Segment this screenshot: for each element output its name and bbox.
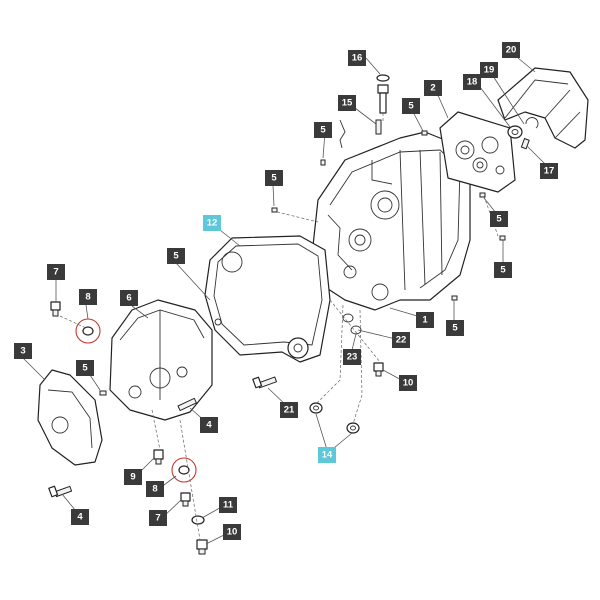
washer-11 — [191, 515, 205, 525]
svg-text:5: 5 — [173, 251, 179, 262]
callout-5-right: 5 — [490, 211, 508, 227]
svg-text:11: 11 — [223, 500, 234, 511]
svg-text:15: 15 — [342, 98, 353, 109]
svg-text:10: 10 — [227, 527, 238, 538]
svg-text:2: 2 — [430, 83, 435, 94]
callout-5-lower-right: 5 — [446, 320, 464, 336]
assembly-lines — [59, 113, 499, 541]
gasket-part — [204, 235, 331, 363]
svg-text:5: 5 — [452, 323, 458, 334]
svg-text:8: 8 — [152, 484, 157, 495]
callout-16: 16 — [348, 50, 366, 66]
svg-text:16: 16 — [352, 53, 363, 64]
svg-text:5: 5 — [320, 125, 326, 136]
callout-5-far-right: 5 — [494, 262, 512, 278]
callout-3: 3 — [14, 343, 32, 359]
callout-14: 14 — [318, 447, 336, 463]
svg-text:5: 5 — [408, 101, 414, 112]
svg-text:5: 5 — [496, 214, 502, 225]
callout-1: 1 — [416, 312, 434, 328]
svg-text:1: 1 — [422, 315, 428, 326]
oring-22 — [342, 313, 354, 323]
svg-text:9: 9 — [130, 472, 135, 483]
svg-text:5: 5 — [82, 363, 88, 374]
seal-8-bottom — [171, 457, 197, 483]
bolt-21 — [252, 376, 278, 389]
cover-plate-part — [439, 111, 516, 193]
svg-text:3: 3 — [20, 346, 25, 357]
callout-5-left: 5 — [265, 170, 283, 186]
seal-8-top — [75, 318, 101, 344]
svg-text:21: 21 — [284, 405, 295, 416]
svg-text:5: 5 — [271, 173, 277, 184]
callout-10-bottom: 10 — [223, 524, 241, 540]
callout-labels: 16 20 18 19 2 15 5 5 17 5 5 12 5 5 7 8 6… — [14, 42, 558, 540]
svg-text:18: 18 — [467, 77, 478, 88]
plug-9 — [153, 449, 164, 465]
end-cover-part — [37, 369, 103, 466]
dowel-pins — [99, 130, 506, 396]
svg-text:6: 6 — [126, 293, 131, 304]
seal-14 — [309, 402, 360, 434]
intermediate-housing-part — [109, 299, 213, 421]
callout-23: 23 — [343, 349, 361, 365]
svg-text:12: 12 — [207, 218, 218, 229]
dipstick-16 — [376, 74, 390, 114]
callout-5-top-left: 5 — [314, 122, 332, 138]
callout-9: 9 — [124, 469, 142, 485]
callout-19: 19 — [480, 62, 498, 78]
callout-4-bottom: 4 — [71, 509, 89, 525]
bolt-7-bottom — [180, 492, 191, 507]
svg-text:19: 19 — [484, 65, 495, 76]
svg-text:14: 14 — [322, 450, 333, 461]
callout-10-right: 10 — [399, 375, 417, 391]
callout-4-right: 4 — [200, 417, 218, 433]
svg-text:4: 4 — [77, 512, 83, 523]
svg-text:23: 23 — [347, 352, 358, 363]
callout-5-gasket: 5 — [167, 248, 185, 264]
leader-lines — [22, 57, 548, 545]
svg-text:8: 8 — [85, 292, 90, 303]
callout-18: 18 — [463, 74, 481, 90]
svg-text:22: 22 — [396, 335, 407, 346]
svg-text:7: 7 — [53, 267, 58, 278]
bolt-4-bottom — [48, 485, 73, 498]
callout-6: 6 — [120, 290, 138, 306]
callout-15: 15 — [338, 95, 356, 111]
svg-text:4: 4 — [206, 420, 212, 431]
callout-12: 12 — [203, 215, 221, 231]
callout-2: 2 — [424, 80, 442, 96]
pin-15 — [375, 119, 382, 135]
svg-text:5: 5 — [500, 265, 506, 276]
callout-20: 20 — [502, 42, 520, 58]
clip-19 — [525, 117, 539, 129]
screw-17 — [520, 137, 530, 150]
callout-21: 21 — [280, 402, 298, 418]
callout-8-bottom: 8 — [146, 481, 164, 497]
callout-17: 17 — [540, 163, 558, 179]
bolt-4-right — [177, 397, 198, 412]
callout-7-bottom: 7 — [149, 510, 167, 526]
callout-22: 22 — [392, 332, 410, 348]
svg-text:20: 20 — [506, 45, 517, 56]
callout-7-top: 7 — [47, 264, 65, 280]
callout-8-top: 8 — [79, 289, 97, 305]
pin-15b — [339, 119, 346, 149]
callout-5-housing: 5 — [76, 360, 94, 376]
callout-11: 11 — [219, 497, 237, 513]
svg-text:7: 7 — [155, 513, 160, 524]
plug-10-bottom — [196, 539, 208, 555]
callout-5-top-right: 5 — [402, 98, 420, 114]
plug-10-right — [373, 362, 384, 377]
bolt-7-top — [50, 301, 61, 317]
seal-ring-18 — [507, 125, 523, 139]
svg-text:17: 17 — [544, 166, 555, 177]
svg-text:10: 10 — [403, 378, 414, 389]
main-housing-part — [311, 131, 471, 311]
